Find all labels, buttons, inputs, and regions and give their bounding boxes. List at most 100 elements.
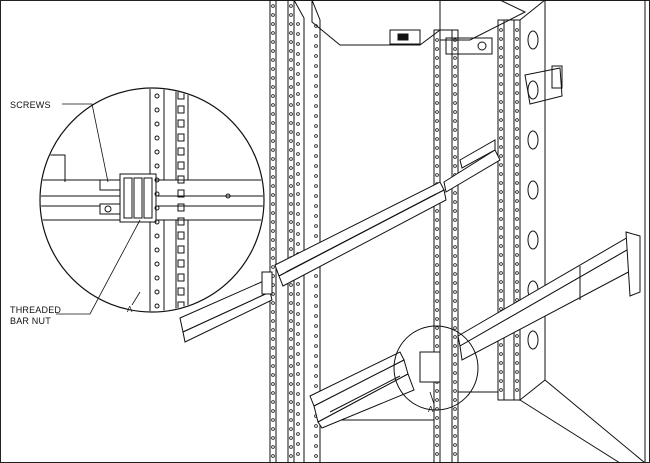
post-hole: [453, 164, 457, 168]
rear-side-panel: [519, 0, 546, 402]
post-hole: [453, 299, 457, 303]
post-hole: [289, 157, 293, 161]
post-hole: [435, 92, 439, 96]
post-hole: [515, 28, 519, 32]
post-hole: [499, 109, 503, 113]
post-hole: [314, 224, 318, 228]
post-hole: [271, 22, 275, 26]
post-hole: [296, 92, 300, 96]
post-hole: [296, 142, 300, 146]
post-hole: [435, 74, 439, 78]
post-hole: [314, 344, 318, 348]
post-hole: [289, 220, 293, 224]
post-hole: [314, 194, 318, 198]
post-hole: [289, 202, 293, 206]
post-hole: [435, 425, 439, 429]
threaded-bar-nut-label-line2: BAR NUT: [10, 316, 51, 326]
post-hole: [296, 292, 300, 296]
post-hole: [453, 407, 457, 411]
post-hole: [515, 145, 519, 149]
rear-rail-extension: [457, 235, 635, 347]
post-hole: [271, 157, 275, 161]
post-hole: [435, 326, 439, 330]
post-hole: [271, 121, 275, 125]
post-hole: [314, 234, 318, 238]
post-hole: [314, 104, 318, 108]
post-hole: [296, 282, 300, 286]
post-hole: [499, 55, 503, 59]
post-hole: [289, 148, 293, 152]
detail-post-hole: [177, 133, 185, 142]
post-hole: [499, 64, 503, 68]
post-hole: [289, 445, 293, 449]
detail-screw-lower: [99, 203, 121, 215]
post-hole: [515, 289, 519, 293]
post-hole: [435, 416, 439, 420]
post-hole: [296, 52, 300, 56]
post-hole: [435, 272, 439, 276]
post-hole: [271, 409, 275, 413]
upper-rail-assembly: [179, 139, 641, 361]
post-hole: [499, 244, 503, 248]
post-hole: [453, 290, 457, 294]
post-hole: [435, 254, 439, 258]
cable-hole: [527, 330, 539, 350]
post-hole: [499, 91, 503, 95]
post-hole: [435, 110, 439, 114]
post-hole: [515, 244, 519, 248]
post-hole: [289, 85, 293, 89]
post-hole: [435, 47, 439, 51]
post-hole: [314, 454, 318, 458]
post-hole: [314, 74, 318, 78]
post-hole: [314, 64, 318, 68]
post-hole: [499, 118, 503, 122]
post-hole: [499, 154, 503, 158]
post-hole: [271, 31, 275, 35]
post-hole: [314, 114, 318, 118]
detail-ref-left-leader: [131, 291, 141, 306]
detail-post-hole: [154, 303, 160, 309]
post-hole: [453, 272, 457, 276]
post-hole: [515, 172, 519, 176]
post-hole: [289, 292, 293, 296]
detail-post-hole: [177, 203, 185, 212]
post-hole: [271, 184, 275, 188]
post-hole: [453, 101, 457, 105]
post-hole: [289, 13, 293, 17]
post-hole: [271, 193, 275, 197]
post-hole: [314, 304, 318, 308]
post-hole: [435, 434, 439, 438]
detail-post-hole: [154, 163, 160, 169]
post-hole: [296, 382, 300, 386]
post-hole: [296, 242, 300, 246]
post-hole: [499, 163, 503, 167]
post-hole: [515, 361, 519, 365]
post-hole: [314, 284, 318, 288]
post-hole: [515, 181, 519, 185]
post-hole: [296, 332, 300, 336]
post-hole: [515, 370, 519, 374]
post-hole: [314, 204, 318, 208]
post-hole: [499, 37, 503, 41]
detail-post-hole: [177, 105, 185, 114]
post-hole: [435, 38, 439, 42]
post-hole: [296, 352, 300, 356]
detail-post-hole: [154, 135, 160, 141]
post-hole: [314, 94, 318, 98]
server-ear: [445, 37, 493, 55]
post-hole: [515, 37, 519, 41]
post-hole: [453, 335, 457, 339]
post-hole: [289, 409, 293, 413]
post-hole: [515, 46, 519, 50]
post-hole: [453, 452, 457, 456]
post-hole: [499, 136, 503, 140]
post-hole: [435, 236, 439, 240]
post-hole: [515, 154, 519, 158]
post-hole: [515, 118, 519, 122]
post-hole: [289, 49, 293, 53]
post-hole: [453, 344, 457, 348]
post-hole: [271, 346, 275, 350]
post-hole: [453, 38, 457, 42]
detail-threaded-bar-nut: [119, 173, 157, 223]
post-hole: [314, 434, 318, 438]
